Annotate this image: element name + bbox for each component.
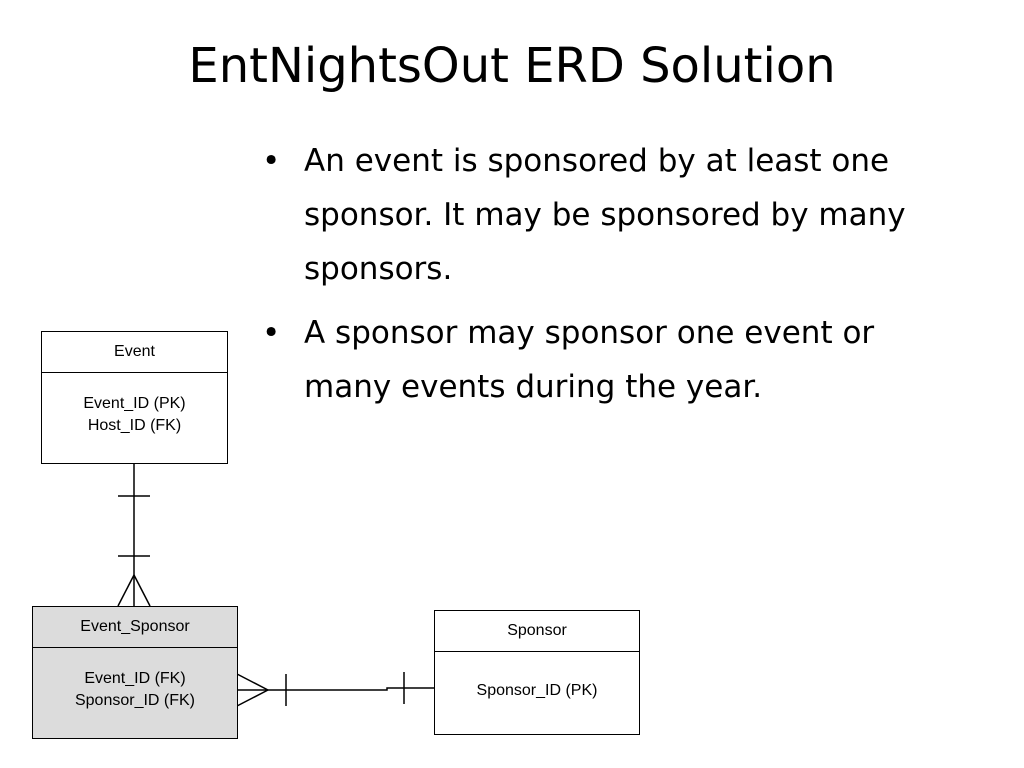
bullet-dot-icon: • bbox=[262, 143, 281, 179]
entity-event-sponsor: Event_Sponsor Event_ID (FK) Sponsor_ID (… bbox=[32, 606, 238, 739]
entity-sponsor-name: Sponsor bbox=[435, 611, 639, 652]
bullet-item: • A sponsor may sponsor one event or man… bbox=[262, 306, 962, 414]
entity-event-name: Event bbox=[42, 332, 227, 373]
entity-attribute: Event_ID (FK) bbox=[84, 670, 186, 687]
bullet-dot-icon: • bbox=[262, 315, 281, 351]
eventsponsor-crowfoot-right bbox=[133, 574, 151, 607]
eventsponsor-crowfoot-bottom bbox=[236, 689, 269, 707]
entity-event: Event Event_ID (PK) Host_ID (FK) bbox=[41, 331, 228, 464]
entity-sponsor: Sponsor Sponsor_ID (PK) bbox=[434, 610, 640, 735]
sponsor-eventsponsor-line bbox=[237, 687, 435, 691]
eventsponsor-crowfoot-left bbox=[117, 574, 135, 607]
bullet-text: A sponsor may sponsor one event or many … bbox=[304, 315, 875, 405]
bullet-text: An event is sponsored by at least one sp… bbox=[304, 143, 906, 287]
entity-event-sponsor-attributes: Event_ID (FK) Sponsor_ID (FK) bbox=[33, 648, 237, 712]
entity-attribute: Sponsor_ID (FK) bbox=[74, 692, 196, 709]
bullet-list: • An event is sponsored by at least one … bbox=[262, 134, 962, 424]
bullet-item: • An event is sponsored by at least one … bbox=[262, 134, 962, 296]
entity-attribute: Host_ID (FK) bbox=[87, 417, 182, 434]
entity-sponsor-attributes: Sponsor_ID (PK) bbox=[435, 652, 639, 702]
entity-attribute: Sponsor_ID (PK) bbox=[476, 682, 598, 699]
eventsponsor-crowfoot-top bbox=[236, 673, 269, 691]
entity-event-sponsor-name: Event_Sponsor bbox=[33, 607, 237, 648]
entity-event-attributes: Event_ID (PK) Host_ID (FK) bbox=[42, 373, 227, 437]
slide-title: EntNightsOut ERD Solution bbox=[188, 38, 836, 94]
entity-attribute: Event_ID (PK) bbox=[83, 395, 186, 412]
